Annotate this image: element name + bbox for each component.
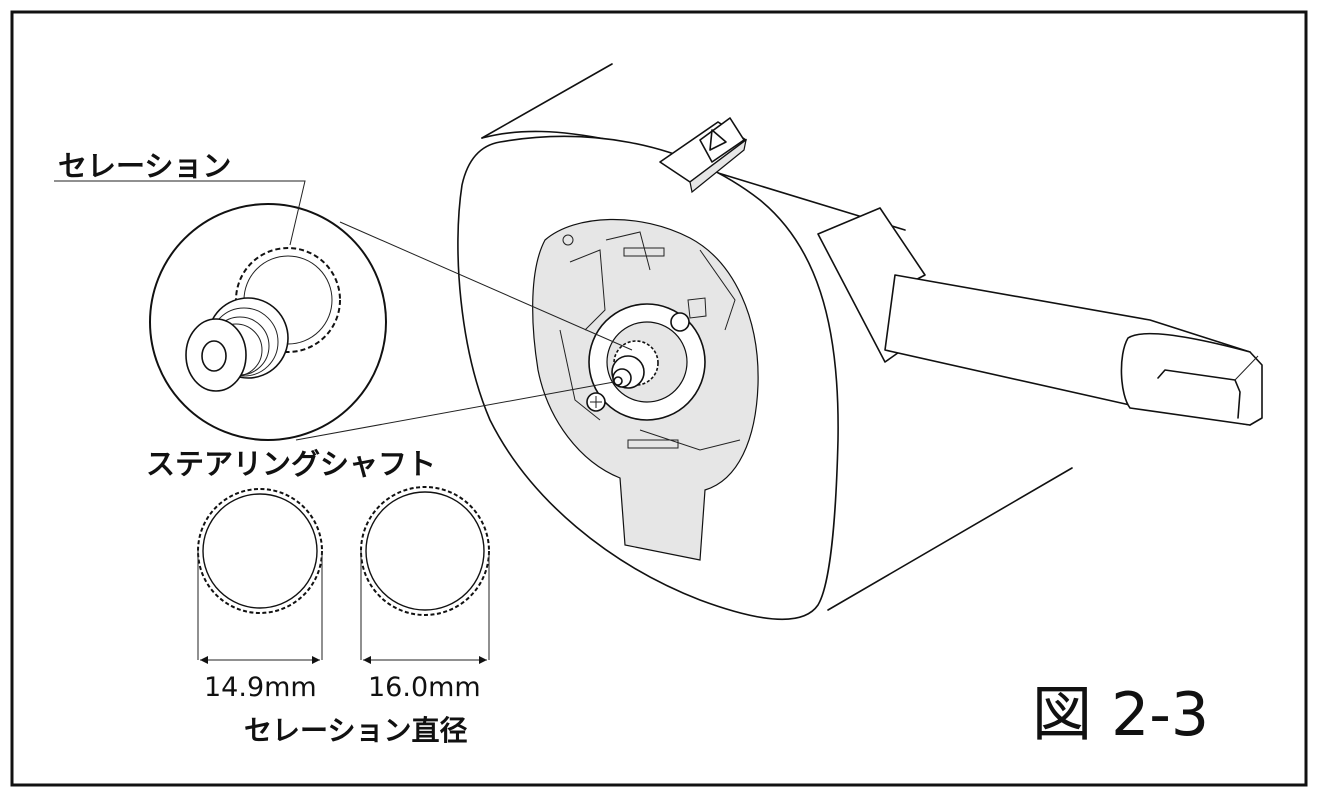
shaft-end [611,340,659,389]
serration-section-large [360,486,490,664]
callout-line-bottom [295,381,615,441]
hazard-switch [659,117,747,194]
serration-leader [54,180,306,246]
magnified-callout [149,203,387,441]
steering-shaft-label: ステアリングシャフト [146,447,436,481]
serration-section-small [197,488,323,664]
turn-signal-lever [817,207,1263,426]
serration-diameter-label: セレーション直径 [244,714,467,747]
callout-line-top [339,221,633,351]
figure-border [10,10,1308,787]
diameter-small-label: 14.9mm [204,672,317,703]
figure-number: 図 2-3 [1032,680,1209,750]
serration-label: セレーション [58,149,231,183]
diameter-large-label: 16.0mm [368,672,481,703]
